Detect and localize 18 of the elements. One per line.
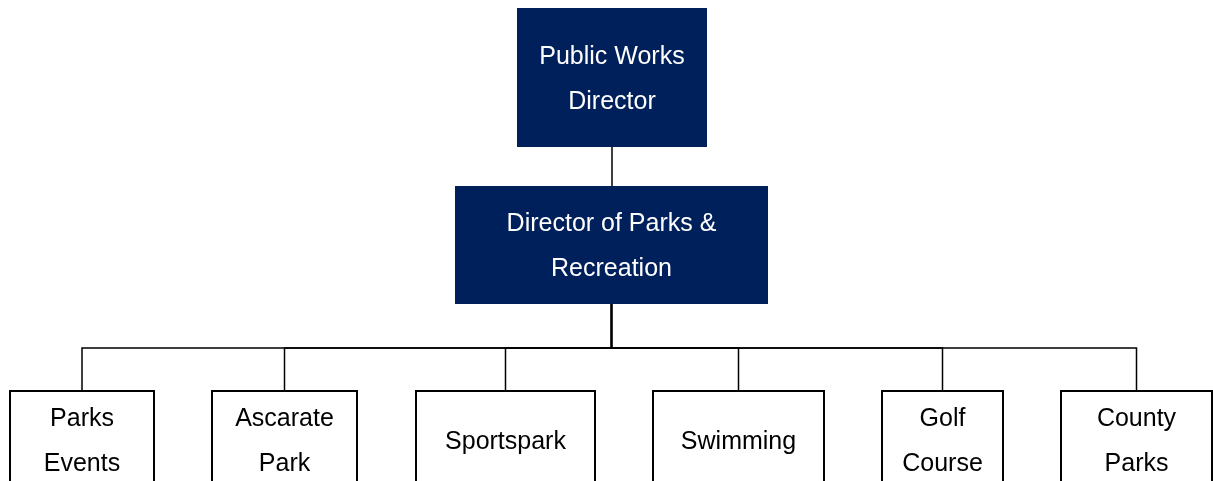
box-title: County Parks — [1095, 402, 1178, 478]
unit-box — [211, 390, 358, 481]
connector-line — [611, 146, 613, 187]
box-title: Ascarate Park — [234, 402, 335, 478]
unit-box — [9, 390, 155, 481]
box-title: Golf Course — [901, 402, 984, 478]
unit-box — [652, 390, 825, 481]
box-title: Parks Events — [42, 402, 122, 478]
unit-box — [415, 390, 596, 481]
unit-box — [1060, 390, 1213, 481]
box-title: Swimming — [680, 424, 797, 456]
unit-box — [881, 390, 1004, 481]
director-box — [455, 186, 768, 304]
box-title: Public Works Director — [538, 39, 686, 116]
box-title: Director of Parks & Recreation — [505, 207, 718, 283]
box-title: Sportspark — [445, 424, 566, 456]
director-box — [517, 8, 707, 147]
connector-line — [610, 303, 1138, 391]
